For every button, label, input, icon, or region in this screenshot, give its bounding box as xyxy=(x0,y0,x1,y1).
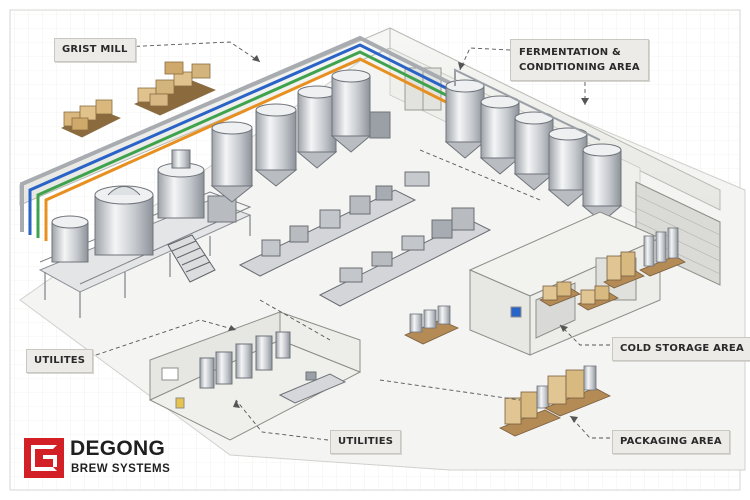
fermentation-label-line2: CONDITIONING AREA xyxy=(519,62,640,73)
flow-arrows xyxy=(95,41,610,441)
grain-sacks xyxy=(61,61,217,138)
brewhouse-vessels xyxy=(51,149,237,263)
packaging-area-label: PACKAGING AREA xyxy=(612,430,730,454)
fermentation-tanks xyxy=(444,68,623,223)
utilities-room xyxy=(148,311,362,441)
platform-stairs xyxy=(167,234,216,283)
pallets xyxy=(404,227,686,437)
logo-subtitle: BREW SYSTEMS xyxy=(71,463,171,475)
logo-name: DEGONG xyxy=(70,437,166,460)
grist-mill-label: GRIST MILL xyxy=(54,38,136,62)
central-process-lines xyxy=(238,171,492,307)
cold-storage-label: COLD STORAGE AREA xyxy=(612,337,750,361)
arrow-heads xyxy=(228,55,589,423)
conical-tanks-left-row xyxy=(210,69,391,203)
logo-mark-icon xyxy=(24,438,64,478)
fermentation-area-label: FERMENTATION & CONDITIONING AREA xyxy=(510,39,649,81)
utility-pipes xyxy=(20,35,471,241)
utilities-left-label: UTILITES xyxy=(26,349,94,373)
company-logo: DEGONG BREW SYSTEMS xyxy=(24,438,194,478)
fermentation-label-line1: FERMENTATION & xyxy=(519,47,621,58)
utilities-bottom-label: UTILITIES xyxy=(330,430,402,454)
